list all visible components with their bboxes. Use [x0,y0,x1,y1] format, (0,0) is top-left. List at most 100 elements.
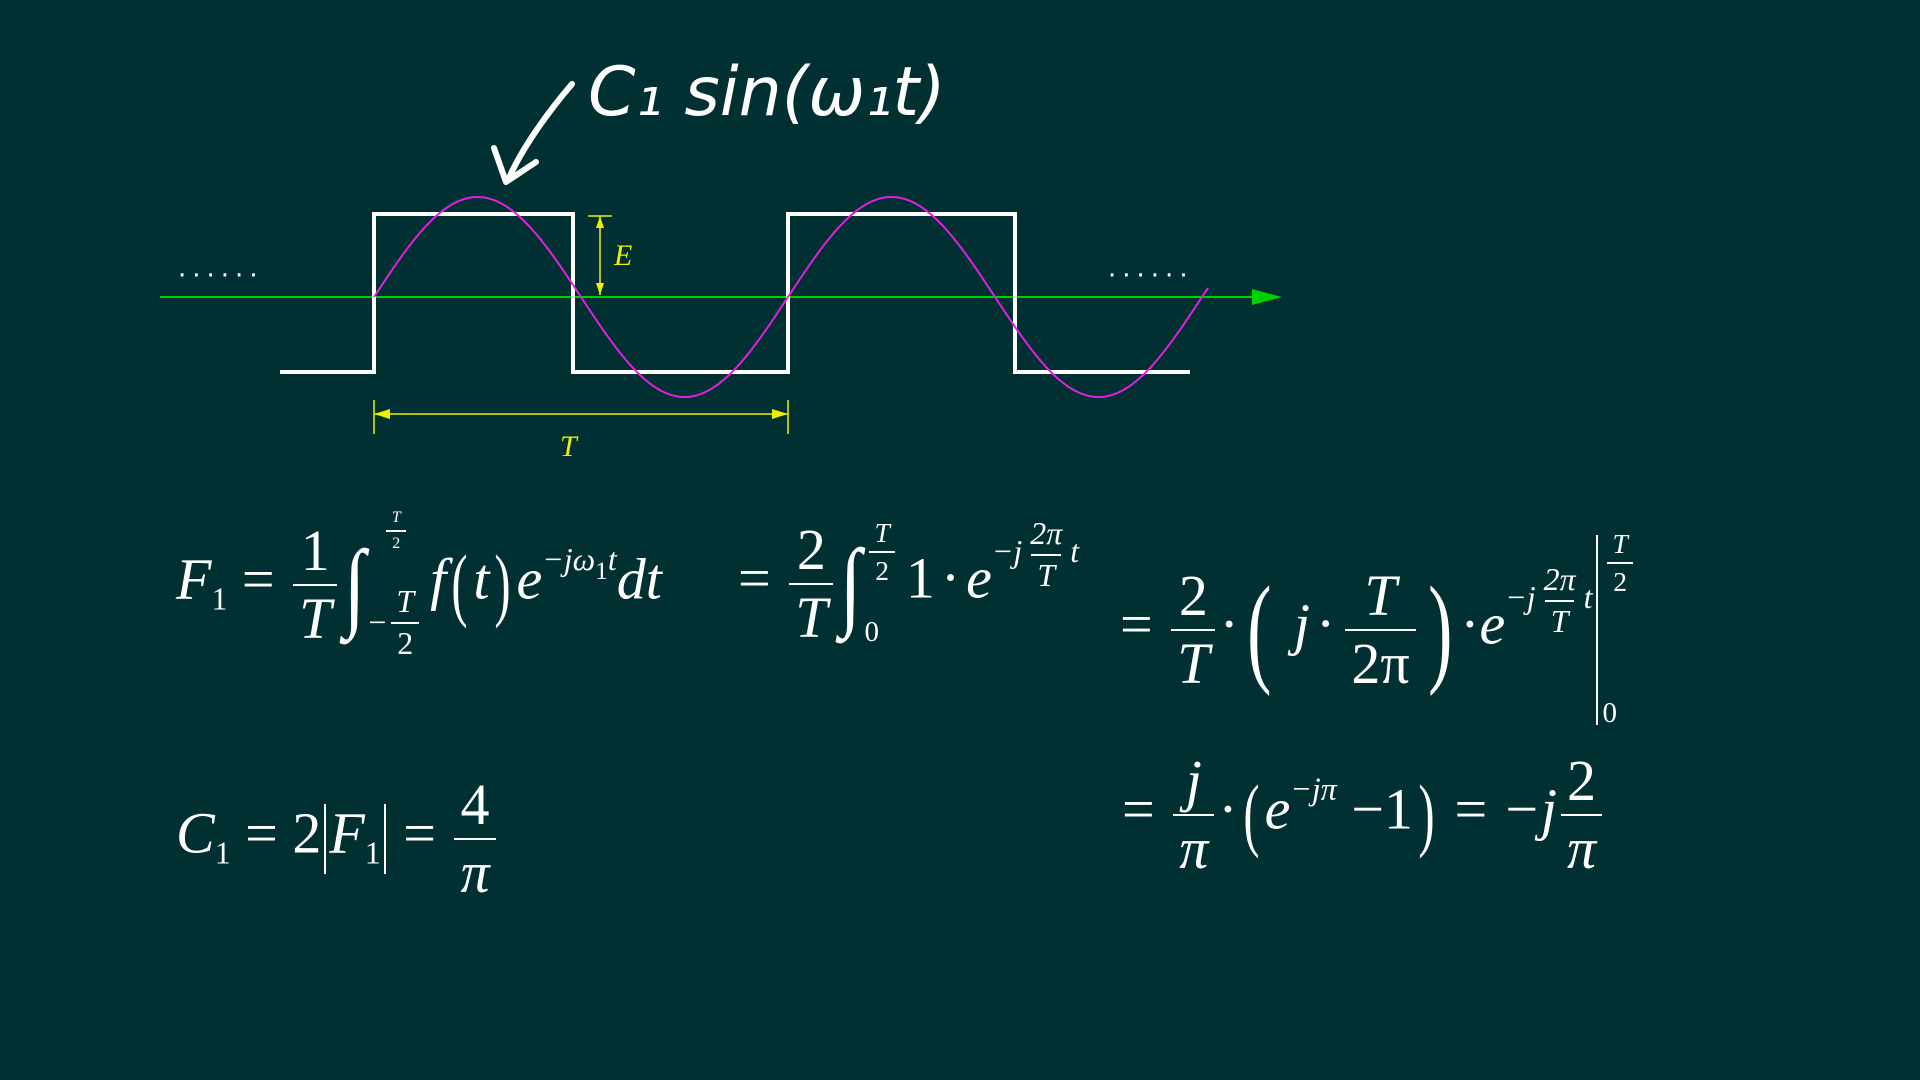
eq3-dot1: · [1219,591,1239,657]
eq2-exp-t: t [1070,534,1080,570]
eq1-lower-sign: − [368,605,387,641]
eq4-exp-base: e [1264,776,1291,842]
eq1-lhs-sub: 1 [211,581,228,617]
annotation-arrow-icon [505,81,575,183]
eq3-exp-prefix: −j [1505,580,1536,616]
eq4-equals: = [1122,776,1155,842]
fundamental-sine-wave [373,196,1209,398]
eq3-eval-upper-den: 2 [1607,561,1633,596]
period-label: T [560,430,579,463]
eq5-equals2: = [403,800,436,866]
eq1-exp-t: t [607,541,617,577]
eq1-lower-num: T [396,584,415,620]
amplitude-arrow-up-icon [596,216,604,228]
eq5-lhs: C [176,800,215,866]
square-wave [280,212,1190,374]
eq1-upper-den: 2 [386,529,407,552]
eq4-paren-close: ) [1418,769,1435,860]
eq2-equals: = [738,545,771,611]
eq2-upper-den: 2 [869,550,896,585]
eq1-lower-den: 2 [391,622,420,660]
eq2-one: 1 [905,545,935,611]
eq4-frac-num: j [1185,748,1202,813]
eq2-frac-num: 2 [796,517,826,582]
eq3-inner-den: 2π [1345,629,1416,693]
eq1-exp-power: −jω [542,541,596,577]
annotation-arrowhead-icon [491,145,539,185]
eq1-differential: dt [616,546,662,612]
eq3-j: j [1293,591,1310,657]
axis-arrow-icon [1252,289,1282,305]
eq1-frac-den: T [293,584,338,648]
eq4-dot: · [1218,776,1238,842]
eq3-exp-base: e [1479,591,1506,657]
eq3-frac-den: T [1171,629,1216,693]
eq2-exp-base: e [966,545,992,611]
eq1-exponent: −jω1t [542,541,617,585]
eq3-frac-num: 2 [1178,563,1208,628]
abs-bar-left [324,804,327,874]
eq1-exp-base: e [516,546,543,612]
eq3-dot3: · [1460,591,1480,657]
continuation-dots-left: ······ [178,261,264,291]
eq3-dot2: · [1316,591,1336,657]
eq5-lhs-sub: 1 [214,835,231,871]
eq3-exp-t: t [1583,580,1593,616]
eq2-frac-den: T [789,583,834,647]
period-arrow-left-icon [374,409,390,419]
eq4-neg-j: −j [1501,776,1558,842]
eq1-lhs: F [176,546,212,612]
eq4-res-num: 2 [1567,748,1597,813]
eq5-two: 2 [292,800,322,866]
continuation-dots-right: ······ [1108,261,1194,291]
eq5-frac-num: 4 [460,772,490,837]
eq3-exp-frac-den: T [1544,599,1575,638]
eq1-exp-sub: 1 [595,555,608,585]
eq3-inner-num: T [1364,563,1397,628]
eq2-upper-num: T [874,517,890,548]
eq2-exp-frac-num: 2π [1030,516,1063,551]
eq4-minus-one: −1 [1351,776,1413,842]
eq1-equals: = [241,546,275,612]
eq4-paren-open: ( [1243,769,1260,860]
evaluation-bar [1596,535,1599,725]
eq4-frac-den: π [1173,814,1215,878]
eq4-exponent: −jπ [1290,771,1337,807]
sine-annotation-label: C₁ sin(ω₁t) [588,53,946,132]
eq3-equals: = [1120,591,1153,657]
eq3-paren-open: ( [1246,562,1272,698]
eq1-upper-num: T [391,509,401,526]
eq4-res-den: π [1561,814,1603,878]
eq1-paren-close: ) [494,539,512,630]
eq5-abs-f: F [329,800,365,866]
eq2-exp-frac-den: T [1031,553,1062,592]
eq2-lower-limit: 0 [864,616,880,648]
eq5-equals1: = [245,800,278,866]
eq2-dot: · [940,545,961,611]
eq1-frac-num: 1 [300,518,330,583]
integral-sign-icon: ∫ [840,529,862,639]
eq4-equals2: = [1454,776,1488,842]
abs-bar-right [383,804,386,874]
integral-sign-icon: ∫ [344,530,366,640]
eq1-paren-open: ( [451,539,468,630]
eq2-exp-prefix: −j [991,534,1023,570]
